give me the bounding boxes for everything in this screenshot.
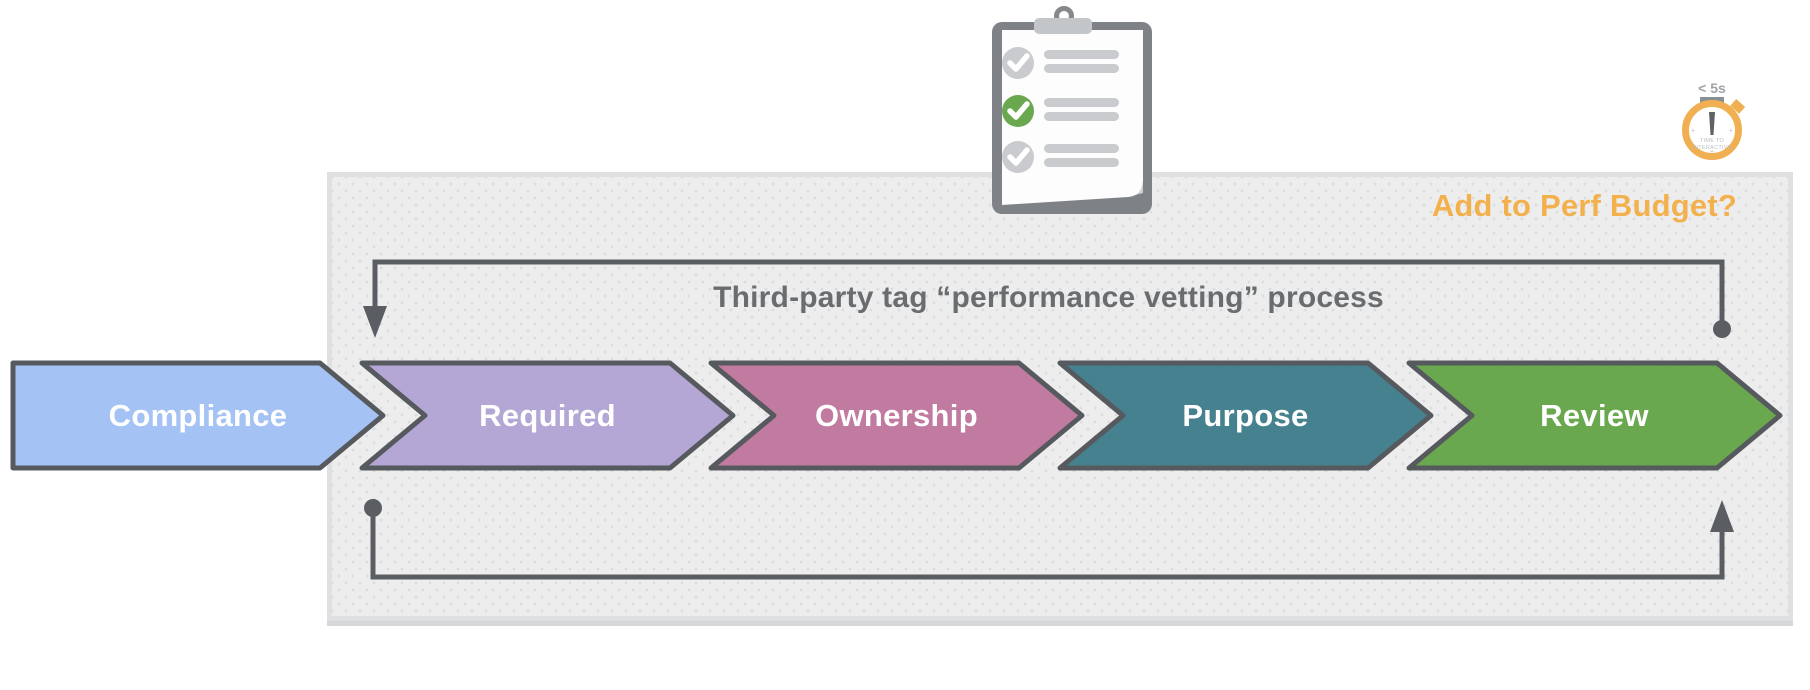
chevron-review bbox=[1406, 360, 1783, 471]
bottom-loop-arrow-ends bbox=[364, 499, 1734, 532]
checklist-line bbox=[1044, 98, 1119, 107]
top-loop-arrow bbox=[372, 259, 1725, 329]
check-mark-3-icon bbox=[1007, 147, 1030, 166]
checklist-line bbox=[1044, 158, 1119, 167]
chevron-required bbox=[359, 360, 736, 471]
stopwatch-tick: + bbox=[1691, 126, 1696, 135]
bottom-loop-arrow bbox=[370, 508, 1725, 580]
stopwatch-time-label: < 5s bbox=[1698, 80, 1726, 96]
checklist-clipboard-icon bbox=[992, 6, 1152, 214]
stopwatch-tick: + bbox=[1729, 126, 1734, 135]
stopwatch-tick: + bbox=[1710, 147, 1715, 156]
process-title: Third-party tag “performance vetting” pr… bbox=[713, 281, 1384, 314]
perf-budget-question: Add to Perf Budget? bbox=[1431, 188, 1737, 223]
check-mark-1-icon bbox=[1007, 53, 1030, 72]
bottom-loop-arrowhead-icon bbox=[1710, 500, 1734, 532]
clipboard-paper-fold bbox=[1128, 181, 1143, 197]
top-loop-arrow-ends bbox=[363, 306, 1731, 338]
stopwatch-metric-line2: INTERACTIVE bbox=[1692, 145, 1732, 151]
checklist-line bbox=[1044, 144, 1119, 153]
checklist-line bbox=[1044, 64, 1119, 73]
top-loop-arrowhead-icon bbox=[363, 306, 387, 338]
chevron-purpose bbox=[1057, 360, 1434, 471]
stopwatch-crown-nub bbox=[1730, 99, 1746, 114]
process-chevrons bbox=[10, 360, 1783, 471]
checklist-line bbox=[1044, 112, 1119, 121]
chevron-compliance bbox=[10, 360, 386, 471]
top-loop-start-dot bbox=[1713, 320, 1731, 338]
bottom-loop-start-dot bbox=[364, 499, 382, 517]
clipboard-clip bbox=[1034, 18, 1092, 34]
chevron-ownership bbox=[708, 360, 1085, 471]
checklist-line bbox=[1044, 50, 1119, 59]
stopwatch-icon: < 5s + + + TIME TO INTERACTIVE bbox=[1682, 80, 1746, 160]
check-mark-2-icon bbox=[1007, 101, 1030, 120]
stopwatch-needle bbox=[1709, 112, 1715, 135]
stopwatch-metric-line1: TIME TO bbox=[1700, 138, 1725, 144]
